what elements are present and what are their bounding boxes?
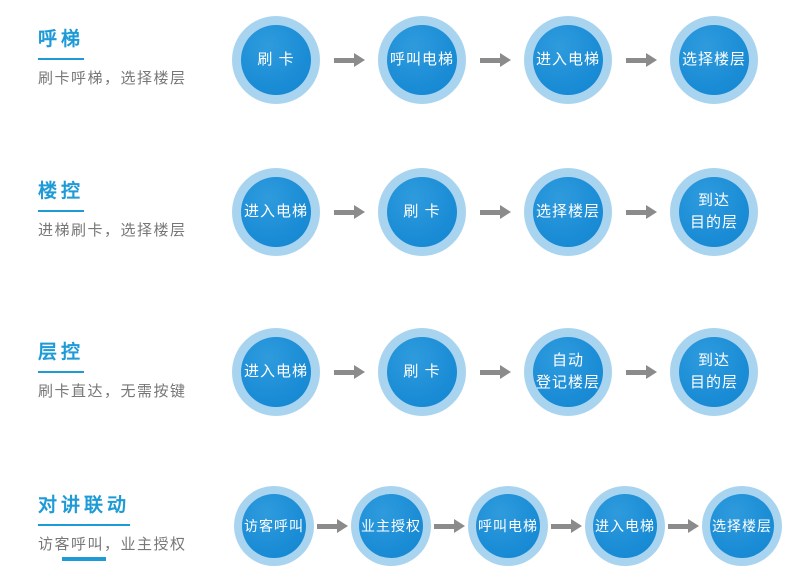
section-subtitle: 进梯刷卡，选择楼层: [38, 222, 187, 239]
flow-step-circle: 选择楼层: [702, 486, 782, 566]
flow-row: 刷 卡 呼叫电梯 进入电梯 选择楼层: [232, 8, 758, 112]
section-label-block: 呼梯 刷卡呼梯，选择楼层: [38, 30, 228, 89]
flow-step-circle: 选择楼层: [524, 168, 612, 256]
right-arrow-icon: [434, 519, 465, 533]
flow-step-circle: 访客呼叫: [234, 486, 314, 566]
flow-step-circle: 自动 登记楼层: [524, 328, 612, 416]
right-arrow-icon: [479, 365, 511, 379]
flow-step-circle: 到达 目的层: [670, 328, 758, 416]
flow-step-circle: 刷 卡: [232, 16, 320, 104]
right-arrow-icon: [479, 205, 511, 219]
flow-step-circle: 刷 卡: [378, 168, 466, 256]
flow-step-circle: 进入电梯: [524, 16, 612, 104]
right-arrow-icon: [479, 53, 511, 67]
section-subtitle: 刷卡直达，无需按键: [38, 383, 187, 400]
flow-step-label: 进入电梯: [241, 337, 311, 407]
section-title: 层控: [38, 343, 85, 373]
flow-row: 访客呼叫 业主授权 呼叫电梯 进入电梯 选择楼层: [234, 476, 782, 576]
section-title: 对讲联动: [38, 496, 131, 526]
flow-step-label: 进入电梯: [533, 25, 603, 95]
right-arrow-icon: [333, 53, 365, 67]
flow-step-label: 自动 登记楼层: [533, 337, 603, 407]
right-arrow-icon: [333, 365, 365, 379]
flow-step-label: 到达 目的层: [679, 337, 749, 407]
section-title: 呼梯: [38, 30, 85, 60]
flow-step-circle: 呼叫电梯: [468, 486, 548, 566]
flow-step-label: 刷 卡: [241, 25, 311, 95]
flow-step-circle: 业主授权: [351, 486, 431, 566]
section-label-block: 对讲联动 访客呼叫，业主授权: [38, 496, 228, 555]
flow-row: 进入电梯 刷 卡 选择楼层 到达 目的层: [232, 160, 758, 264]
flow-step-label: 呼叫电梯: [476, 494, 540, 558]
section-intercom-linkage: 对讲联动 访客呼叫，业主授权 访客呼叫 业主授权 呼叫电梯 进入电梯 选择楼层: [0, 474, 800, 584]
right-arrow-icon: [317, 519, 348, 533]
section-title: 楼控: [38, 182, 85, 212]
section-call-elevator: 呼梯 刷卡呼梯，选择楼层 刷 卡 呼叫电梯 进入电梯 选择楼层: [0, 8, 800, 118]
section-subtitle: 刷卡呼梯，选择楼层: [38, 70, 187, 87]
flow-step-circle: 进入电梯: [232, 168, 320, 256]
right-arrow-icon: [551, 519, 582, 533]
section-subtitle: 访客呼叫，业主授权: [38, 536, 187, 553]
flow-step-label: 刷 卡: [387, 177, 457, 247]
section-label-block: 层控 刷卡直达，无需按键: [38, 343, 228, 402]
flow-step-circle: 进入电梯: [232, 328, 320, 416]
right-arrow-icon: [625, 365, 657, 379]
flow-step-label: 业主授权: [359, 494, 423, 558]
flow-step-label: 进入电梯: [241, 177, 311, 247]
flow-row: 进入电梯 刷 卡 自动 登记楼层 到达 目的层: [232, 320, 758, 424]
right-arrow-icon: [625, 205, 657, 219]
flow-step-label: 呼叫电梯: [387, 25, 457, 95]
flow-step-circle: 进入电梯: [585, 486, 665, 566]
flow-step-circle: 选择楼层: [670, 16, 758, 104]
flow-step-label: 访客呼叫: [242, 494, 306, 558]
elevator-flow-diagram: 呼梯 刷卡呼梯，选择楼层 刷 卡 呼叫电梯 进入电梯 选择楼层 楼控 进梯刷卡，…: [0, 8, 800, 566]
section-floor-control: 楼控 进梯刷卡，选择楼层 进入电梯 刷 卡 选择楼层 到达 目的层: [0, 160, 800, 270]
flow-step-circle: 到达 目的层: [670, 168, 758, 256]
flow-step-label: 选择楼层: [710, 494, 774, 558]
right-arrow-icon: [668, 519, 699, 533]
flow-step-label: 选择楼层: [533, 177, 603, 247]
section-label-block: 楼控 进梯刷卡，选择楼层: [38, 182, 228, 241]
flow-step-circle: 呼叫电梯: [378, 16, 466, 104]
section-layer-control: 层控 刷卡直达，无需按键 进入电梯 刷 卡 自动 登记楼层 到达 目的层: [0, 320, 800, 430]
flow-step-label: 进入电梯: [593, 494, 657, 558]
flow-step-label: 选择楼层: [679, 25, 749, 95]
flow-step-circle: 刷 卡: [378, 328, 466, 416]
cutoff-decoration-bar: [62, 557, 106, 561]
flow-step-label: 到达 目的层: [679, 177, 749, 247]
flow-step-label: 刷 卡: [387, 337, 457, 407]
right-arrow-icon: [625, 53, 657, 67]
right-arrow-icon: [333, 205, 365, 219]
